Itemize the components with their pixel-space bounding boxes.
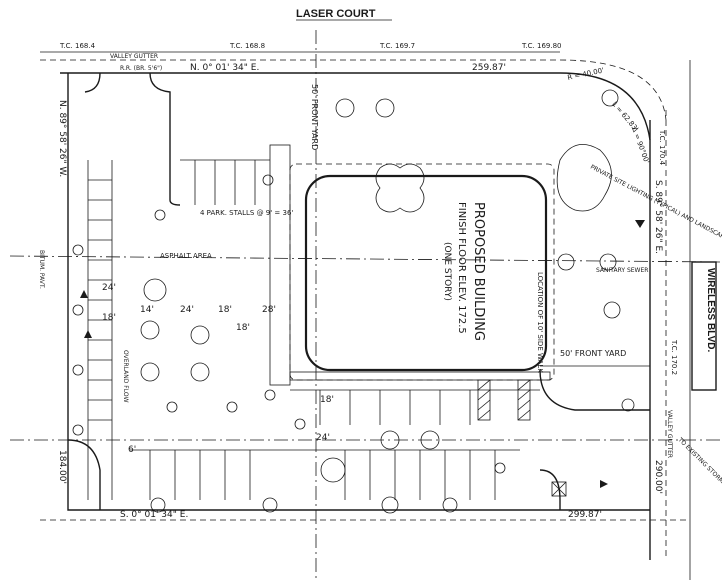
hatch-box-1 bbox=[477, 379, 491, 421]
building-footprint bbox=[304, 174, 548, 372]
curve-radius: R = 40.00' bbox=[567, 66, 605, 82]
entry-curb-right-bottom bbox=[539, 469, 561, 510]
elev-5-group: T.C. 170.2 bbox=[670, 339, 678, 375]
dim-8: 14' bbox=[140, 305, 154, 315]
entry-curb-bottom-left bbox=[67, 439, 101, 510]
hatch-box-2 bbox=[517, 379, 531, 421]
elev-1: T.C. 168.4 bbox=[59, 42, 96, 50]
building-walk bbox=[289, 163, 555, 381]
note-sanitary: SANITARY SEWER bbox=[596, 267, 648, 274]
landscape-strip bbox=[269, 144, 291, 386]
shrub-cluster bbox=[375, 163, 425, 213]
building-name: PROPOSED BUILDING bbox=[471, 202, 486, 341]
street-label-right: WIRELESS BLVD. bbox=[705, 268, 716, 352]
parking-stalls-bottom bbox=[130, 449, 520, 500]
dim-4: 18' bbox=[218, 305, 232, 315]
bearing-left: N. 89° 58' 26" W. bbox=[57, 100, 67, 177]
tree-markers bbox=[72, 89, 635, 514]
dim-6: 28' bbox=[262, 305, 276, 315]
elev-5: T.C. 170.2 bbox=[670, 339, 678, 375]
ne-curve-curb bbox=[559, 59, 667, 121]
note-gutter-top: VALLEY GUTTER bbox=[110, 53, 158, 60]
street-label-top: LASER COURT bbox=[296, 8, 376, 20]
elev-2: T.C. 168.8 bbox=[229, 42, 265, 50]
distance-left-group: 184.00' bbox=[57, 450, 67, 484]
walk-strip bbox=[289, 371, 551, 381]
setback-top: 50' FRONT YARD bbox=[310, 84, 319, 150]
distance-top: 259.87' bbox=[472, 63, 506, 73]
setback-top-group: 50' FRONT YARD bbox=[310, 84, 319, 150]
curve-delta: Δ = 90°00' bbox=[630, 126, 651, 165]
bearing-bottom: S. 0° 01' 34" E. bbox=[120, 510, 188, 520]
entry-curb-top-left bbox=[149, 72, 181, 206]
distance-right: 290.00' bbox=[653, 460, 663, 494]
flow-arrows bbox=[80, 220, 645, 488]
note-gutter-right: VALLEY GUTTER bbox=[666, 410, 673, 458]
note-storm: TO EXISTING STORM SEWER bbox=[676, 436, 722, 502]
note-parking: 4 PARK. STALLS @ 9' = 36' bbox=[200, 209, 293, 217]
note-gutter-right-group: VALLEY GUTTER bbox=[666, 410, 673, 458]
dim-9: 18' bbox=[236, 323, 250, 333]
distance-left: 184.00' bbox=[57, 450, 67, 484]
dim-7: 24' bbox=[316, 433, 330, 443]
note-ring-curb: R.R. (BR. 5'6") bbox=[120, 65, 162, 72]
note-overland: OVERLAND FLOW bbox=[122, 350, 129, 403]
elev-4: T.C. 169.80 bbox=[521, 42, 562, 50]
street-label-right-group: WIRELESS BLVD. bbox=[705, 268, 716, 352]
catch-basin bbox=[551, 481, 567, 497]
parking-stalls-mid bbox=[290, 389, 540, 425]
elev-6-group: T.C. 170.4 bbox=[658, 129, 666, 166]
property-line-lot bbox=[67, 73, 650, 511]
street-label-right-box bbox=[691, 261, 717, 391]
dim-3: 24' bbox=[180, 305, 194, 315]
elev-3: T.C. 169.7 bbox=[379, 42, 415, 50]
parking-stalls-left bbox=[87, 160, 113, 500]
elev-6: T.C. 170.4 bbox=[658, 129, 666, 166]
building-label-group: PROPOSED BUILDING FINISH FLOOR ELEV. 172… bbox=[442, 202, 486, 341]
distance-right-group: 290.00' bbox=[653, 460, 663, 494]
distance-bottom: 299.87' bbox=[568, 510, 602, 520]
note-storm-group: TO EXISTING STORM SEWER bbox=[676, 436, 722, 502]
dim-5: 18' bbox=[320, 395, 334, 405]
building-floor-elev: FINISH FLOOR ELEV. 172.5 bbox=[456, 202, 467, 334]
ne-curve bbox=[559, 72, 651, 141]
dim-10: 6' bbox=[128, 445, 136, 455]
building-stories: (ONE STORY) bbox=[442, 242, 452, 301]
bearing-left-group: N. 89° 58' 26" W. bbox=[57, 100, 67, 177]
note-walk-group: LOCATION OF 10' SIDE WALK bbox=[536, 272, 544, 373]
note-bitum-group: BITUM. PAVT. bbox=[38, 250, 45, 289]
bearing-right: S. 89° 58' 26" E. bbox=[653, 180, 663, 254]
dim-2: 18' bbox=[102, 313, 116, 323]
note-overland-group: OVERLAND FLOW bbox=[122, 350, 129, 403]
bearing-top: N. 0° 01' 34" E. bbox=[190, 63, 259, 73]
note-bitum: BITUM. PAVT. bbox=[38, 250, 45, 289]
dim-1: 24' bbox=[102, 283, 116, 293]
bearing-right-group: S. 89° 58' 26" E. bbox=[653, 180, 663, 254]
note-walk: LOCATION OF 10' SIDE WALK bbox=[536, 272, 544, 373]
setback-right: 50' FRONT YARD bbox=[560, 349, 626, 358]
entry-curb-top-corner bbox=[84, 72, 101, 93]
landscape-bubble bbox=[556, 143, 612, 212]
stall-number-markers bbox=[154, 174, 506, 474]
parking-stalls-top bbox=[180, 159, 270, 205]
note-asphalt: ASPHALT AREA bbox=[160, 252, 212, 260]
entry-curb-right bbox=[539, 369, 650, 411]
